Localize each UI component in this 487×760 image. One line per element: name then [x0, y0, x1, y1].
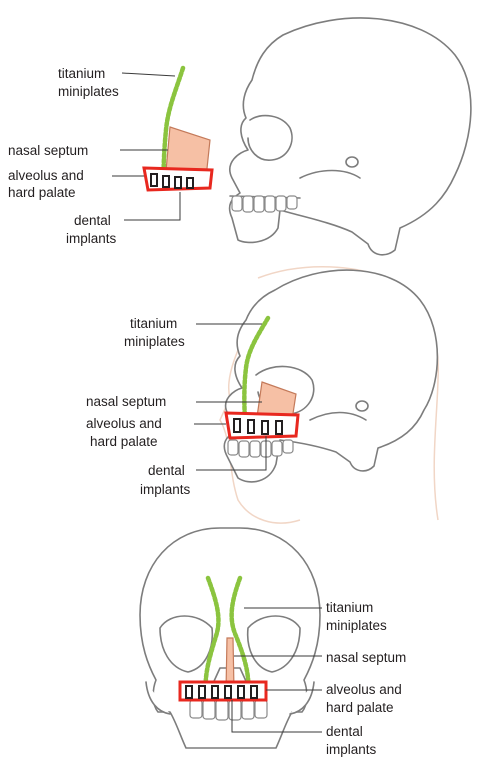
skull-side-view-2 — [224, 270, 437, 482]
panel-top: titanium miniplates nasal septum alveolu… — [8, 18, 471, 255]
label-alveolus-hard-palate: alveolus and hard palate — [8, 168, 88, 200]
label-alveolus-hard-palate-3: alveolus and hard palate — [326, 682, 406, 715]
panel-middle: titanium miniplates nasal septum alveolu… — [86, 267, 438, 523]
label-dental-implants-2: dental implants — [140, 463, 191, 497]
alveolus-hard-palate-front — [180, 682, 266, 700]
teeth-row-front — [190, 700, 267, 720]
label-dental-implants: dental implants — [66, 213, 117, 246]
label-dental-implants-3: dental implants — [326, 724, 377, 757]
alveolus-hard-palate-piece — [144, 168, 212, 190]
skull-side-view — [230, 18, 471, 255]
label-titanium-miniplates-3: titanium miniplates — [326, 600, 387, 633]
label-titanium-miniplates-2: titanium miniplates — [124, 316, 185, 349]
label-nasal-septum-3: nasal septum — [326, 650, 406, 665]
label-nasal-septum-2: nasal septum — [86, 394, 166, 409]
label-nasal-septum: nasal septum — [8, 143, 88, 158]
label-alveolus-hard-palate-2: alveolus and hard palate — [86, 416, 166, 449]
panel-bottom: titanium miniplates nasal septum alveolu… — [140, 528, 406, 757]
alveolus-hard-palate-piece-2 — [226, 413, 298, 438]
label-titanium-miniplates: titanium miniplates — [58, 66, 119, 99]
